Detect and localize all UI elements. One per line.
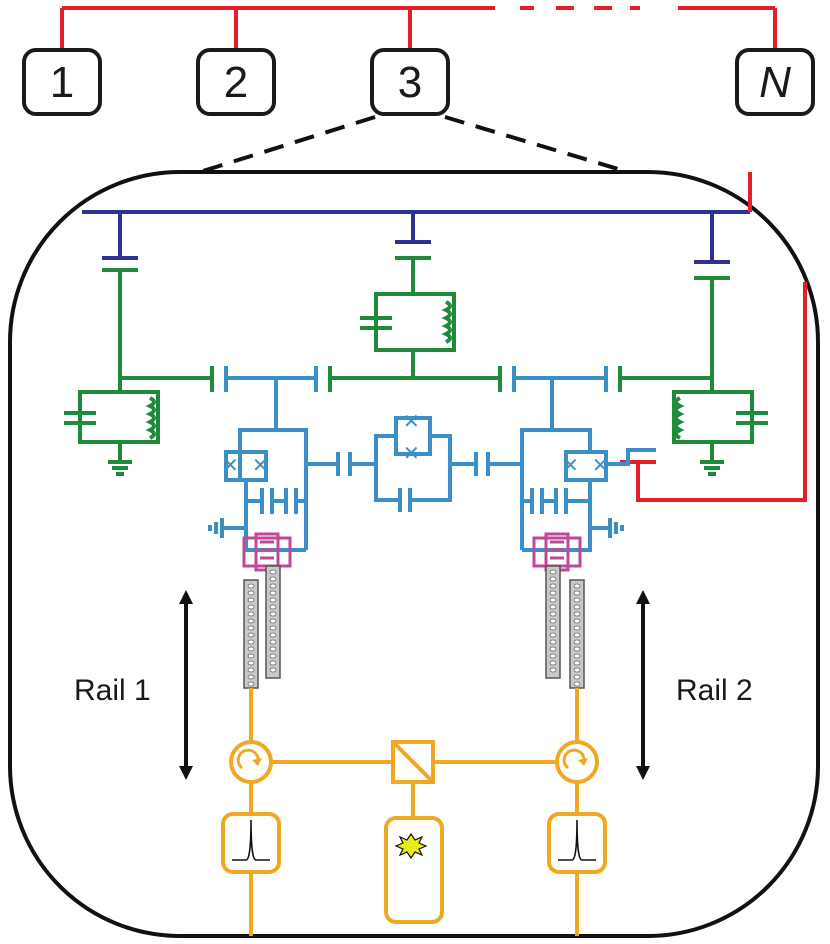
chip-hole	[247, 681, 255, 687]
node-n-label: N	[759, 58, 791, 107]
chip-hole	[549, 611, 557, 617]
inter-node-link	[60, 6, 777, 50]
resonators	[64, 256, 768, 476]
chip-hole	[247, 674, 255, 680]
chip-hole	[573, 597, 581, 603]
chip-hole	[573, 660, 581, 666]
qubit-circuit: ✕ ✕ ✕ ✕ ✕ ✕	[208, 366, 656, 552]
chip-hole	[573, 653, 581, 659]
chip-hole	[247, 583, 255, 589]
chip-hole	[269, 590, 277, 596]
chip-hole	[549, 569, 557, 575]
chip-hole	[573, 604, 581, 610]
svg-text:✕: ✕	[403, 443, 420, 465]
svg-text:✕: ✕	[592, 455, 609, 477]
chip-hole	[573, 583, 581, 589]
zoom-lines	[199, 115, 629, 174]
chip-hole	[269, 625, 277, 631]
node-3-label: 3	[398, 58, 422, 107]
chip-hole	[269, 667, 277, 673]
node-3: 3	[370, 48, 450, 116]
chip-hole	[573, 674, 581, 680]
chip-hole	[573, 625, 581, 631]
chip-hole	[549, 632, 557, 638]
node-1: 1	[22, 48, 102, 116]
chip-hole	[573, 639, 581, 645]
chip-hole	[247, 590, 255, 596]
rail-2-arrow	[636, 590, 650, 780]
node-2-label: 2	[224, 58, 248, 107]
chip-hole	[549, 667, 557, 673]
chip-hole	[573, 681, 581, 687]
chip-hole	[269, 597, 277, 603]
chip-hole	[269, 618, 277, 624]
chip-hole	[549, 576, 557, 582]
chip-hole	[247, 625, 255, 631]
chip-hole	[269, 604, 277, 610]
chip-hole	[549, 604, 557, 610]
bus-line	[82, 210, 750, 264]
chip-hole	[573, 632, 581, 638]
chip-hole	[269, 646, 277, 652]
node-n: N	[735, 48, 815, 116]
svg-text:✕: ✕	[562, 455, 579, 477]
chip-hole	[573, 667, 581, 673]
emitter-star-icon	[394, 832, 428, 860]
chip-hole	[269, 632, 277, 638]
svg-text:✕: ✕	[252, 455, 269, 477]
chip-hole	[549, 583, 557, 589]
chip-hole	[269, 639, 277, 645]
chip-hole	[247, 597, 255, 603]
rail-1-arrow	[179, 590, 193, 780]
chip-hole	[269, 576, 277, 582]
optical-network	[221, 688, 607, 936]
chip-hole	[549, 590, 557, 596]
node-detail-enclosure	[8, 170, 820, 938]
chip-hole	[549, 646, 557, 652]
chip-hole	[269, 611, 277, 617]
chip-hole	[549, 639, 557, 645]
node-1-label: 1	[50, 58, 74, 107]
chip-hole	[549, 625, 557, 631]
chip-hole	[247, 639, 255, 645]
chip-hole	[269, 653, 277, 659]
chip-hole	[269, 583, 277, 589]
chip-hole	[247, 604, 255, 610]
chip-hole	[573, 646, 581, 652]
chip-hole	[247, 653, 255, 659]
emitter-box	[384, 816, 444, 924]
rail-1-label: Rail 1	[74, 674, 151, 707]
chip-hole	[269, 660, 277, 666]
svg-text:✕: ✕	[403, 411, 420, 433]
chip-hole	[247, 618, 255, 624]
chip-hole	[269, 569, 277, 575]
chip-hole	[247, 667, 255, 673]
chip-holes	[247, 569, 581, 687]
chip-hole	[247, 632, 255, 638]
chip-hole	[573, 611, 581, 617]
chip-hole	[573, 618, 581, 624]
chip-hole	[247, 646, 255, 652]
optomechanical-chips	[243, 565, 585, 689]
chip-hole	[247, 611, 255, 617]
chip-hole	[573, 590, 581, 596]
chip-hole	[549, 653, 557, 659]
chip-hole	[549, 618, 557, 624]
svg-text:✕: ✕	[222, 455, 239, 477]
chip-hole	[549, 597, 557, 603]
chip-hole	[247, 660, 255, 666]
node-2: 2	[196, 48, 276, 116]
chip-hole	[549, 660, 557, 666]
rail-2-label: Rail 2	[676, 674, 753, 707]
